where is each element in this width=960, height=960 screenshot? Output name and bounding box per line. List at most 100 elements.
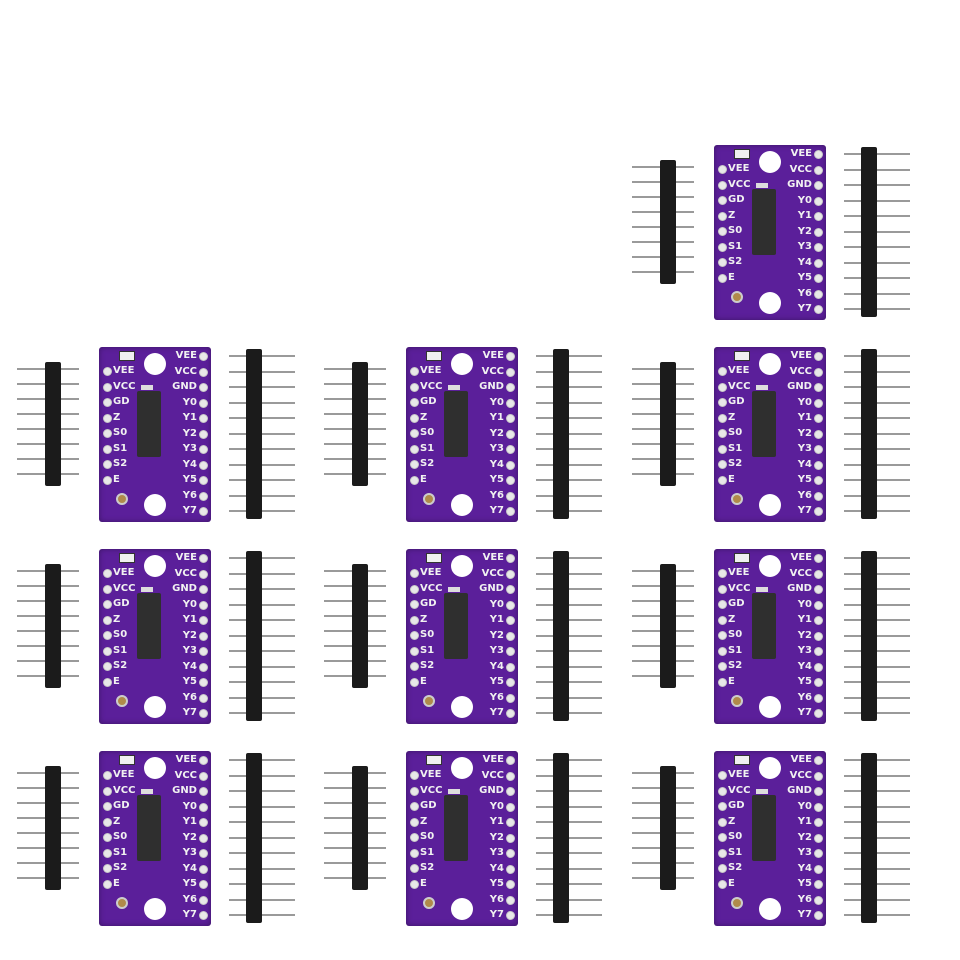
pin-header-8: [630, 564, 705, 689]
header-pin: [536, 774, 602, 777]
header-pin: [229, 386, 295, 388]
pin-label: Y6: [797, 691, 812, 703]
header-pin: [536, 867, 602, 870]
pin-label: VEE: [790, 754, 812, 765]
header-pin: [229, 572, 295, 575]
pin-label: Y5: [489, 676, 504, 687]
via: [423, 897, 435, 909]
mounting-hole: [451, 696, 473, 718]
header-pin: [229, 494, 295, 497]
pin-label: Y7: [182, 909, 197, 920]
pin-header-11: [842, 349, 917, 519]
pin-label: Y0: [489, 598, 504, 610]
pin-label: E: [420, 473, 427, 485]
solder-pad: [718, 817, 727, 827]
solder-pad: [506, 880, 515, 889]
pin-label: Z: [728, 209, 736, 221]
solder-pad: [718, 258, 727, 267]
header-body: [553, 349, 569, 519]
solder-pad: [506, 849, 515, 858]
solder-pad: [199, 600, 208, 610]
header-pin: [229, 634, 295, 637]
solder-pad: [410, 802, 419, 811]
pin-label: VCC: [174, 365, 197, 377]
solder-pad: [410, 864, 419, 873]
solder-pad: [506, 787, 515, 796]
solder-pad: [814, 678, 823, 687]
header-pin: [536, 650, 602, 652]
solder-pad: [718, 802, 727, 811]
pin-label: Y4: [489, 458, 504, 470]
pin-label: S1: [420, 644, 435, 656]
header-body: [45, 564, 61, 688]
solder-pad: [718, 848, 727, 858]
solder-pad: [410, 631, 419, 640]
header-pin: [844, 153, 910, 155]
header-pin: [536, 619, 602, 621]
header-pin: [229, 665, 295, 668]
header-body: [352, 766, 368, 890]
solder-pad: [814, 352, 823, 361]
solder-pad: [814, 709, 823, 718]
header-pin: [844, 401, 910, 404]
smd-resistor: [141, 385, 153, 390]
solder-pad: [103, 429, 112, 438]
capacitor: [119, 755, 135, 765]
mounting-hole: [144, 494, 166, 516]
solder-pad: [718, 584, 727, 594]
pin-label: Y6: [182, 691, 197, 703]
pin-label: Y2: [797, 831, 812, 843]
solder-pad: [506, 631, 515, 641]
ic-chip: [444, 593, 468, 659]
pin-label: E: [420, 675, 427, 687]
pin-label: Z: [113, 411, 121, 423]
pin-label: Y2: [182, 427, 197, 439]
solder-pad: [718, 227, 727, 236]
solder-pad: [103, 398, 112, 407]
pin-label: S1: [728, 644, 743, 656]
solder-pad: [410, 475, 419, 485]
mounting-hole: [451, 757, 473, 779]
solder-pad: [506, 507, 515, 516]
solder-pad: [199, 554, 208, 563]
header-pin: [844, 712, 910, 714]
pin-label: S2: [728, 862, 743, 873]
header-body: [861, 147, 877, 317]
pin-label: S2: [420, 458, 435, 469]
header-body: [861, 349, 877, 519]
pin-label: S2: [728, 660, 743, 671]
smd-resistor: [141, 587, 153, 592]
pin-label: Y2: [797, 225, 812, 237]
pin-label: Z: [728, 613, 736, 625]
pin-label: GND: [172, 381, 197, 392]
header-pin: [229, 417, 295, 419]
pin-label: VCC: [420, 380, 443, 392]
solder-pad: [506, 756, 515, 765]
header-pin: [229, 463, 295, 466]
solder-pad: [506, 833, 515, 843]
pin-label: VEE: [790, 350, 812, 361]
pin-label: VCC: [420, 784, 443, 796]
pin-label: VCC: [481, 567, 504, 579]
pin-label: VCC: [728, 178, 751, 190]
solder-pad: [506, 895, 515, 905]
pin-label: S2: [728, 458, 743, 469]
solder-pad: [814, 398, 823, 408]
solder-pad: [506, 709, 515, 718]
pin-label: Y6: [797, 489, 812, 501]
pin-label: Y0: [797, 194, 812, 206]
solder-pad: [506, 802, 515, 812]
solder-pad: [199, 787, 208, 796]
header-pin: [536, 805, 602, 808]
pin-label: VEE: [728, 163, 750, 174]
pin-label: VCC: [481, 769, 504, 781]
pin-label: VEE: [482, 350, 504, 361]
solder-pad: [506, 693, 515, 703]
solder-pad: [814, 460, 823, 470]
pin-label: VCC: [789, 769, 812, 781]
header-pin: [229, 898, 295, 901]
header-pin: [229, 696, 295, 699]
